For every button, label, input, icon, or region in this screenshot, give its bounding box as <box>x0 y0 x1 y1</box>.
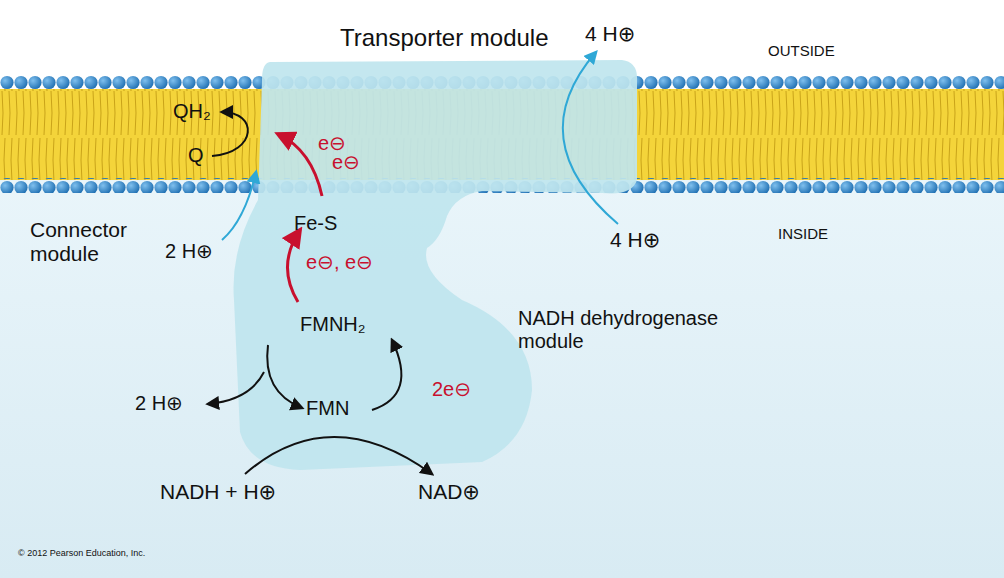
molecule-label: QH₂ <box>173 100 211 123</box>
electron-label: e⊖, e⊖ <box>306 251 373 274</box>
molecule-label: Q <box>188 144 204 167</box>
fmn-oxidation-arrow <box>267 345 302 408</box>
electron-arrow-lower <box>287 230 300 302</box>
proton-label: 4 H⊕ <box>585 22 635 46</box>
nadh-oxidation-arrow <box>245 437 432 474</box>
molecule-label: NAD⊕ <box>418 480 480 504</box>
region-label: INSIDE <box>778 225 828 242</box>
electron-label: e⊖ <box>332 151 360 174</box>
module-heading: Transporter module <box>340 24 549 52</box>
proton-label: 2 H⊕ <box>135 392 183 415</box>
fmn-reduction-arrow <box>372 340 401 410</box>
molecule-label: NADH + H⊕ <box>160 480 276 504</box>
module-name: Connector module <box>30 218 160 266</box>
proton-label: 2 H⊕ <box>165 240 213 263</box>
module-name: NADH dehydrogenase module <box>518 307 788 353</box>
proton-pump-arrow <box>563 52 618 224</box>
proton-label: 4 H⊕ <box>610 228 660 252</box>
copyright-note: © 2012 Pearson Education, Inc. <box>18 548 145 558</box>
electron-label: 2e⊖ <box>432 378 471 401</box>
q-reduction-arrow <box>212 112 248 156</box>
protein-shape <box>234 60 638 470</box>
cofactor-name: Fe-S <box>294 212 337 235</box>
cofactor-name: FMN <box>306 397 349 420</box>
proton-release-arrow <box>208 372 264 404</box>
cofactor-name: FMNH₂ <box>300 313 366 336</box>
region-label: OUTSIDE <box>768 42 835 59</box>
proton-uptake-arrow <box>222 172 256 240</box>
electron-arrow-upper <box>278 134 322 196</box>
